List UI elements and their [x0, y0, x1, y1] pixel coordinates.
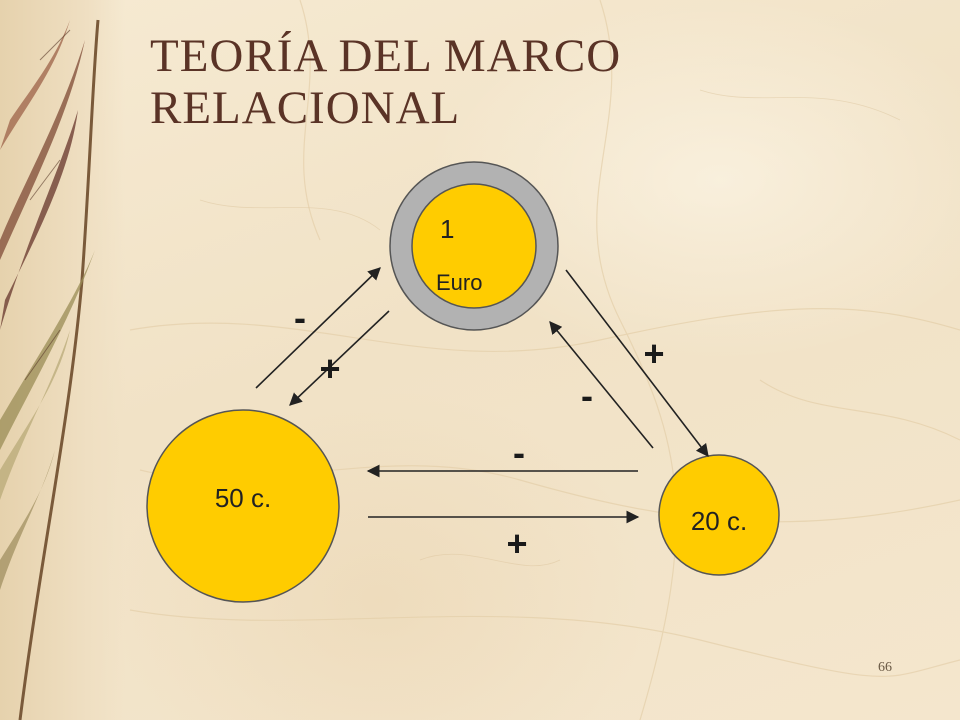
arrow-twenty-to-euro — [549, 321, 654, 449]
fifty-cents-label: 50 c. — [215, 483, 271, 513]
sign-fifty-to-euro: - — [294, 297, 306, 338]
twenty-cents-label: 20 c. — [691, 506, 747, 536]
coin-one-euro: 1 Euro — [389, 161, 559, 331]
coin-twenty-body — [658, 454, 780, 576]
coin-fifty-body — [146, 409, 340, 603]
decorative-leaves — [0, 19, 100, 720]
leaf-border — [0, 0, 125, 720]
euro-amount-label: 1 — [440, 214, 454, 244]
page-number: 66 — [878, 660, 892, 675]
coin-twenty-cents: 20 c. — [658, 454, 780, 576]
sign-fifty-to-twenty: + — [506, 523, 527, 564]
coin-fifty-cents: 50 c. — [146, 409, 340, 603]
sign-twenty-to-euro: - — [581, 375, 593, 416]
sign-euro-to-fifty: + — [319, 348, 340, 389]
coin-center — [411, 183, 537, 309]
arrow-euro-to-twenty — [565, 269, 709, 458]
sign-euro-to-twenty: + — [643, 333, 664, 374]
arrow-fifty-to-euro — [255, 267, 381, 389]
sign-twenty-to-fifty: - — [513, 432, 525, 473]
arrow-euro-to-fifty — [289, 310, 390, 406]
slide-title: TEORÍA DEL MARCO RELACIONAL — [150, 30, 622, 134]
euro-unit-label: Euro — [436, 270, 482, 295]
